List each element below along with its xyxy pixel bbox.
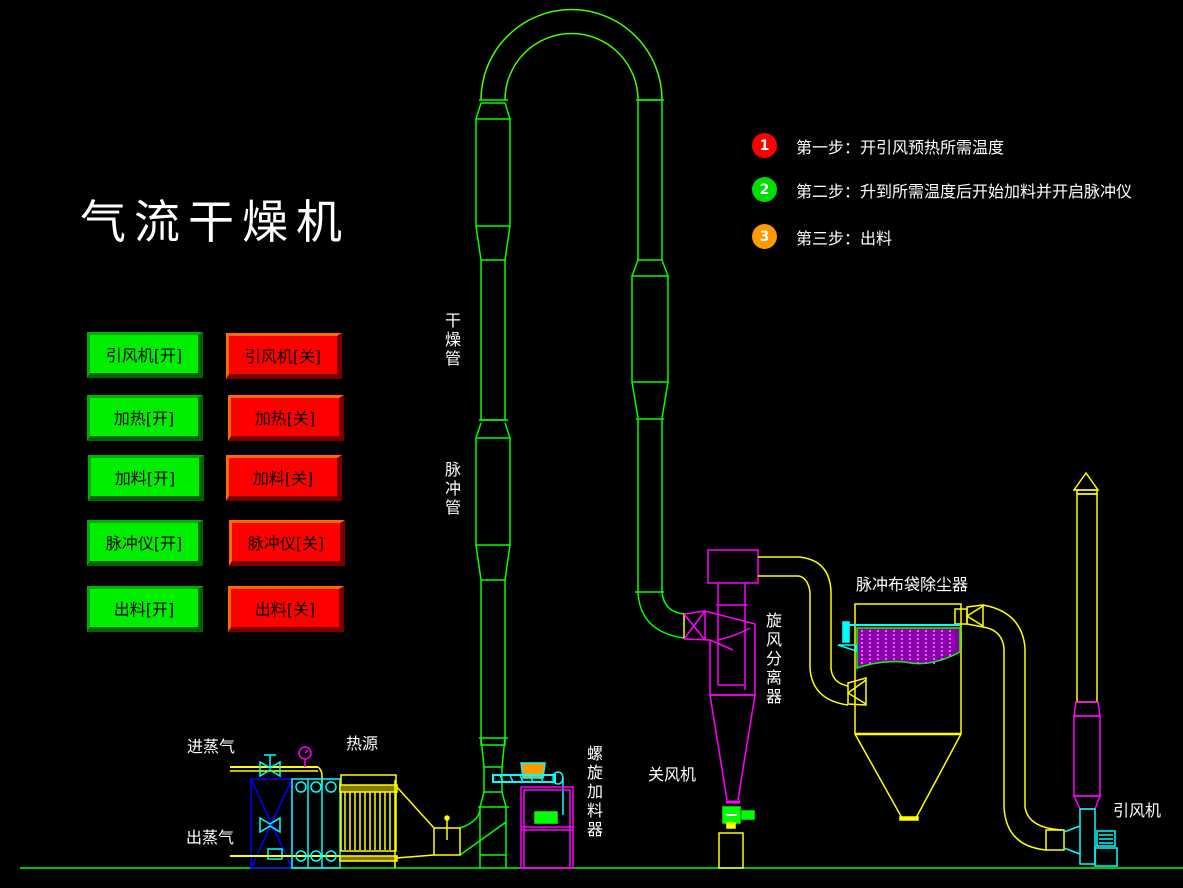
induced-fan	[1094, 830, 1118, 867]
heat-on-button[interactable]: 加热[开]	[87, 395, 203, 441]
fan-off-button[interactable]: 引风机[关]	[226, 333, 342, 379]
duct-cyclone-to-filter	[758, 556, 867, 706]
pulse-on-button[interactable]: 脉冲仪[开]	[87, 520, 203, 566]
drying-pipe-label: 干燥管	[444, 311, 461, 368]
step-1-text: 第一步：开引风预热所需温度	[796, 137, 1005, 157]
step-1-badge: 1	[752, 133, 777, 158]
air-lock-valve	[718, 806, 755, 869]
chimney	[1063, 471, 1102, 865]
feed-off-button[interactable]: 加料[关]	[226, 455, 342, 501]
discharge-off-button[interactable]: 出料[关]	[228, 586, 344, 632]
screw-feeder	[492, 762, 574, 869]
bag-filter-label: 脉冲布袋除尘器	[856, 575, 969, 594]
step-2-text: 第二步：升到所需温度后开始加料并开启脉冲仪	[796, 181, 1133, 201]
cyclone-label: 旋风分离器	[765, 611, 782, 706]
air-lock-label: 关风机	[648, 765, 697, 784]
feed-on-button[interactable]: 加料[开]	[88, 455, 204, 501]
page-title: 气流干燥机	[80, 195, 350, 249]
steam-out-label: 出蒸气	[186, 828, 235, 847]
duct-filter-to-fan	[966, 604, 1065, 851]
step-3: 3 第三步：出料	[752, 224, 892, 249]
step-2-badge: 2	[752, 177, 777, 202]
pulse-off-button[interactable]: 脉冲仪[关]	[229, 520, 345, 566]
pulse-pipe-label: 脉冲管	[444, 460, 461, 517]
fan-on-button[interactable]: 引风机[开]	[87, 332, 203, 378]
heat-source-label: 热源	[346, 734, 379, 753]
screw-feeder-label: 螺旋加料器	[586, 744, 603, 839]
drying-tube	[459, 8, 663, 868]
heat-source	[230, 746, 461, 869]
steam-in-label: 进蒸气	[187, 737, 236, 756]
heat-off-button[interactable]: 加热[关]	[228, 395, 344, 441]
discharge-on-button[interactable]: 出料[开]	[87, 586, 203, 632]
descending-tube	[631, 99, 685, 639]
step-3-text: 第三步：出料	[796, 228, 893, 248]
step-1: 1 第一步：开引风预热所需温度	[752, 133, 1004, 158]
induced-fan-label: 引风机	[1113, 801, 1162, 820]
step-3-badge: 3	[752, 224, 777, 249]
bag-filter	[837, 603, 968, 821]
step-2: 2 第二步：升到所需温度后开始加料并开启脉冲仪	[752, 177, 1132, 202]
cyclone-separator	[683, 549, 759, 804]
